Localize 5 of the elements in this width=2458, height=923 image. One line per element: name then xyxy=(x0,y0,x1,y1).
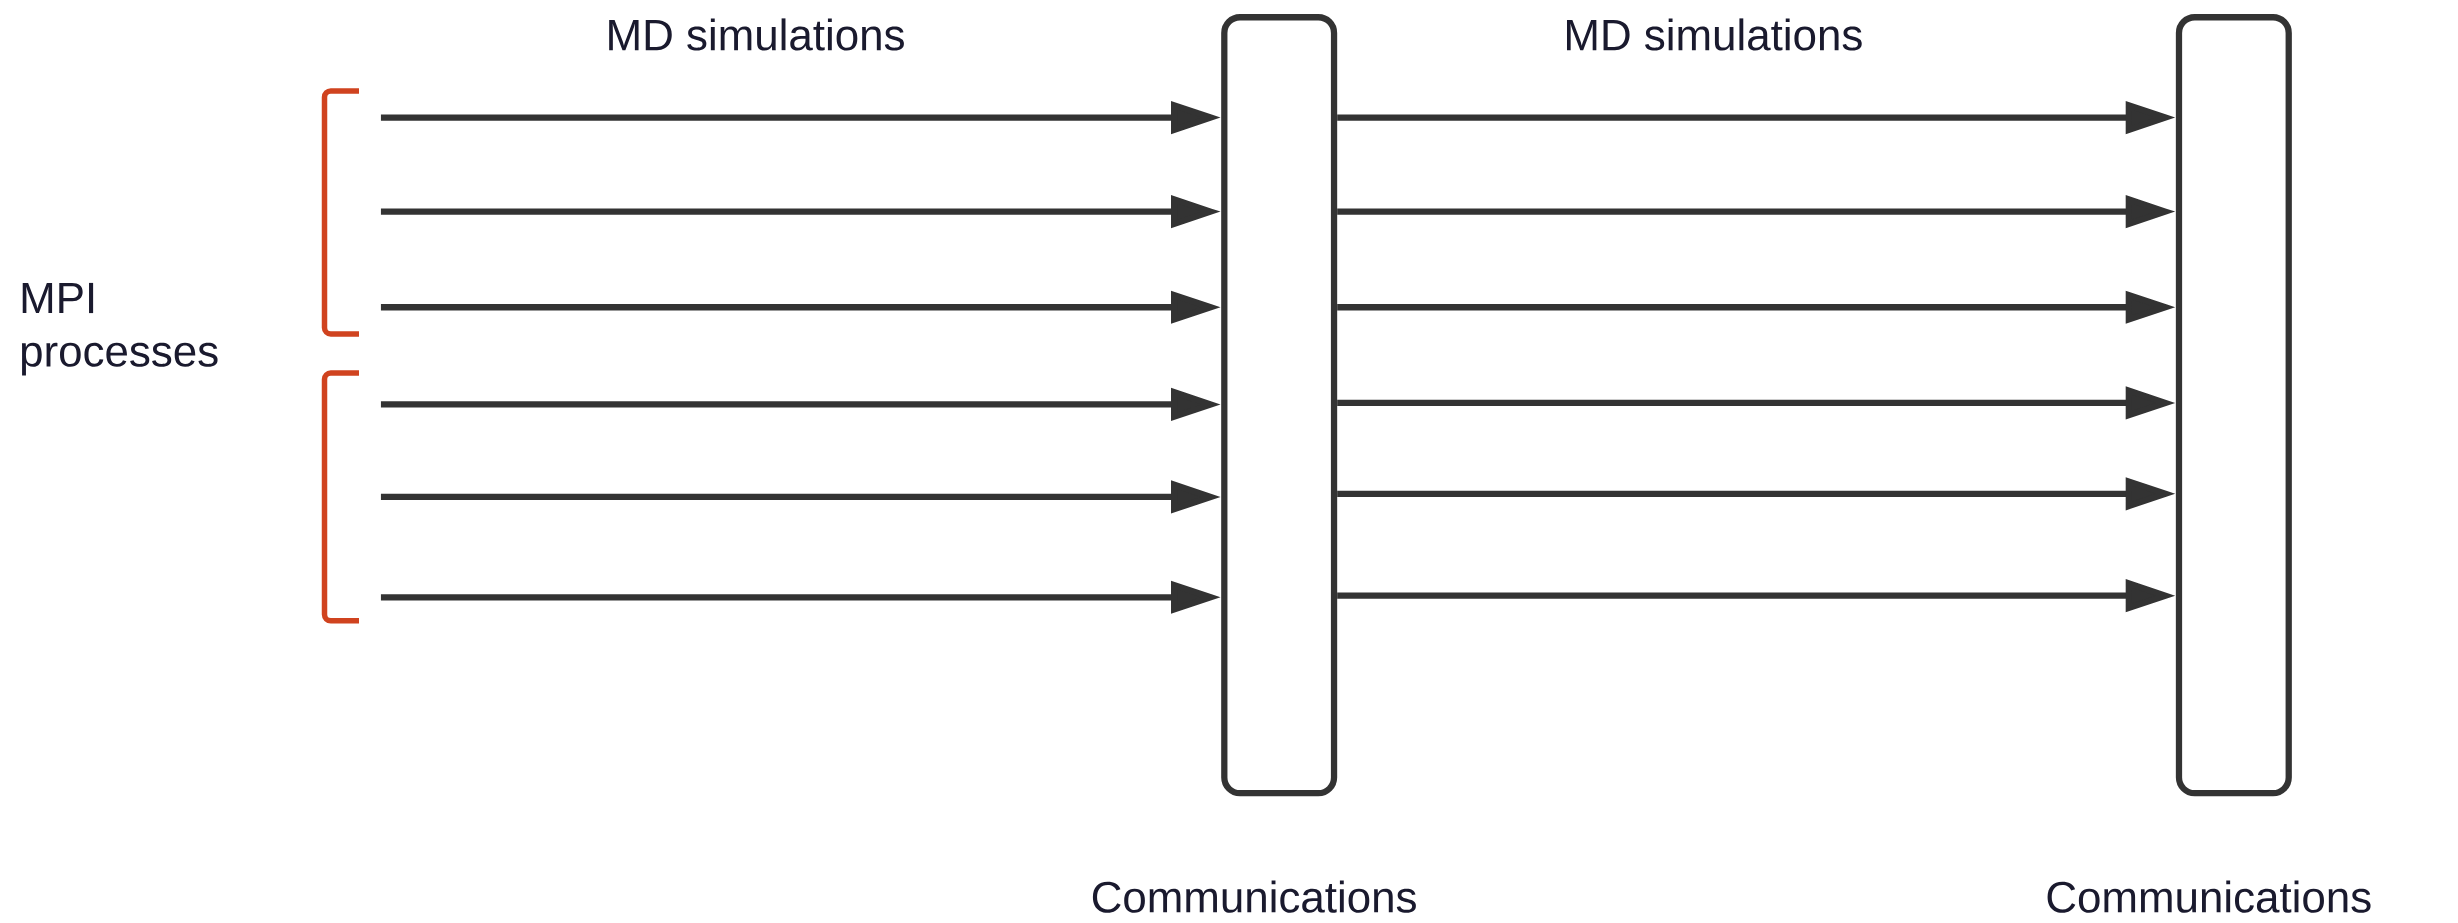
text-label: MD simulations xyxy=(609,18,904,51)
text-label: MPI processes xyxy=(21,282,218,376)
box-caption: Communications xyxy=(1092,880,1416,913)
box-caption: Communications xyxy=(2047,880,2371,913)
text-label: MD simulations xyxy=(1567,18,1862,51)
